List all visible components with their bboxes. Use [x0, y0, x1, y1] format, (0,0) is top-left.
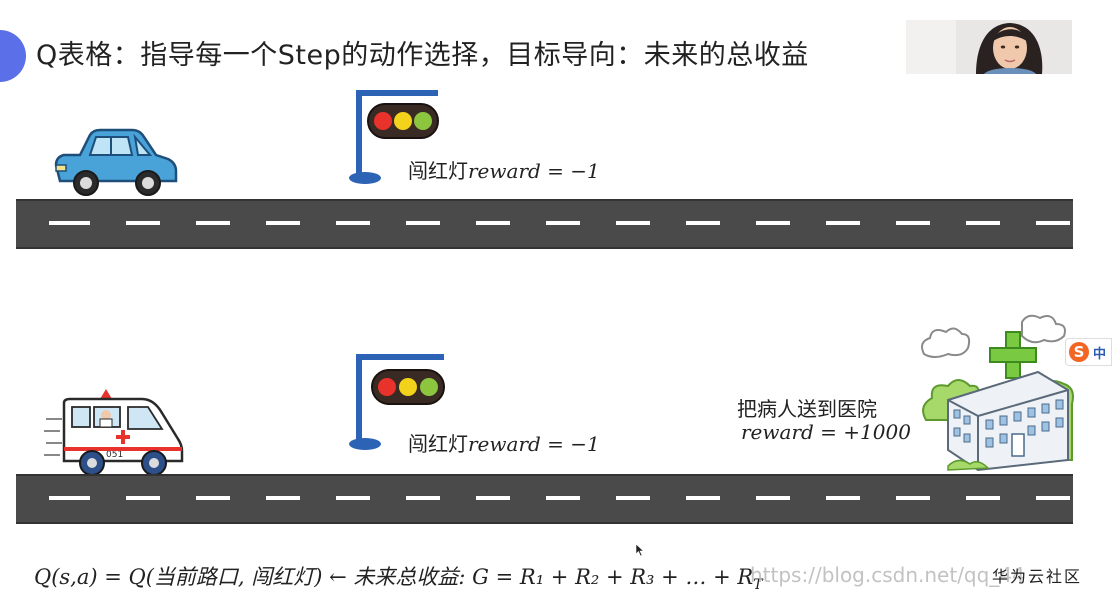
- red-light-label: 闯红灯: [408, 432, 468, 456]
- hospital-reward-label: reward = +1000: [741, 420, 911, 444]
- red-light-caption: 闯红灯reward = −1: [408, 155, 600, 184]
- hospital-icon: [918, 310, 1076, 476]
- road: [16, 199, 1073, 249]
- reward-value: reward = −1: [468, 432, 600, 456]
- ambulance-plate: 051: [106, 450, 123, 460]
- red-light-label: 闯红灯: [408, 159, 468, 183]
- reward-value: reward = +1000: [741, 420, 911, 444]
- sogou-logo-icon[interactable]: S: [1069, 342, 1089, 362]
- q-value-formula: Q(s,a) = Q(当前路口, 闯红灯) ← 未来总收益: G = R₁ + …: [34, 561, 763, 593]
- formula-text: Q(s,a) = Q(当前路口, 闯红灯) ← 未来总收益: G = R₁ + …: [34, 565, 753, 589]
- ambulance-icon: 051: [44, 385, 186, 477]
- lane-markings: [16, 496, 1073, 500]
- slide-title: Q表格：指导每一个Step的动作选择，目标导向：未来的总收益: [36, 33, 809, 72]
- title-accent-tab: [0, 30, 26, 82]
- input-mode-toggle[interactable]: 中: [1093, 343, 1106, 362]
- input-method-toolbar[interactable]: S 中: [1065, 338, 1112, 366]
- lane-markings: [16, 221, 1073, 225]
- reward-value: reward = −1: [468, 159, 600, 183]
- presenter-image: [906, 20, 1072, 74]
- mouse-cursor-icon: [635, 543, 645, 557]
- blue-car-icon: [52, 125, 178, 197]
- hospital-goal-label: 把病人送到医院: [737, 393, 877, 422]
- url-watermark: https://blog.csdn.net/qq_44: [750, 563, 1025, 587]
- brand-watermark: 华为云社区: [992, 563, 1082, 587]
- presenter-video[interactable]: [906, 20, 1072, 74]
- road: [16, 474, 1073, 524]
- red-light-caption: 闯红灯reward = −1: [408, 428, 600, 457]
